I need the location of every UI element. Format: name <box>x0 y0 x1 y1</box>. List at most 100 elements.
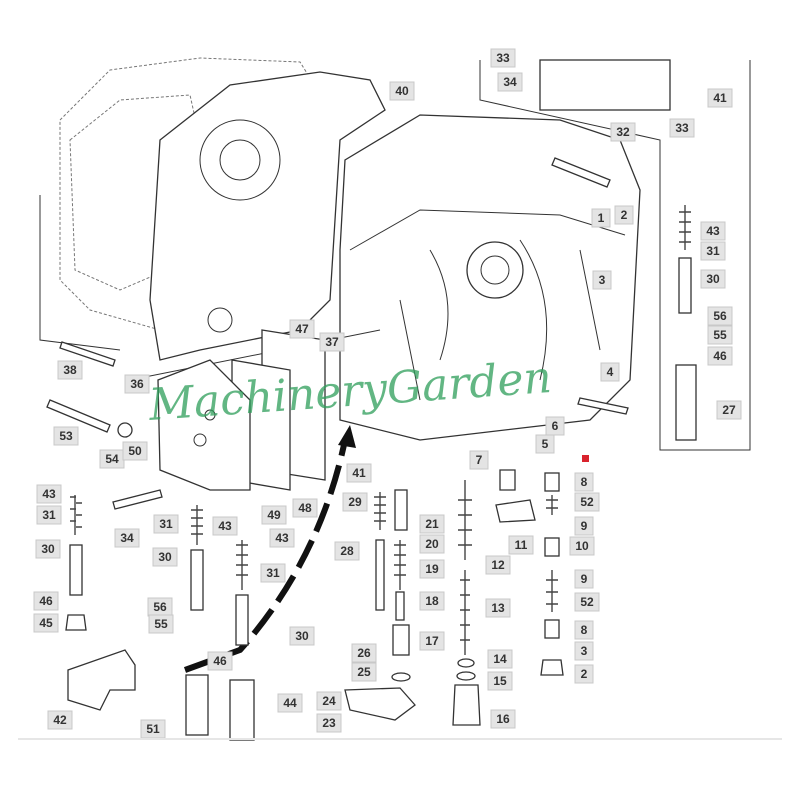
bottom-divider <box>18 738 782 740</box>
callout-box <box>591 208 611 228</box>
callout-number: 53 <box>59 429 73 443</box>
callout-box <box>700 269 726 289</box>
callout-number: 24 <box>322 694 336 708</box>
callout-43: 43 <box>269 528 295 548</box>
callout-31: 31 <box>36 505 62 525</box>
callout-box <box>33 613 59 633</box>
callout-number: 31 <box>159 517 173 531</box>
callout-38: 38 <box>57 360 83 380</box>
callout-number: 43 <box>275 531 289 545</box>
callout-number: 1 <box>598 211 605 225</box>
callout-box <box>292 498 318 518</box>
callout-number: 46 <box>39 594 53 608</box>
callout-box <box>289 319 315 339</box>
callout-4: 4 <box>600 362 620 382</box>
callout-42: 42 <box>47 710 73 730</box>
callout-number: 3 <box>581 644 588 658</box>
callout-box <box>33 591 59 611</box>
callout-30: 30 <box>152 547 178 567</box>
callout-number: 31 <box>42 508 56 522</box>
callout-36: 36 <box>124 374 150 394</box>
callout-14: 14 <box>487 649 513 669</box>
callout-20: 20 <box>419 534 445 554</box>
callout-number: 19 <box>425 562 439 576</box>
callout-number: 30 <box>706 272 720 286</box>
callout-box <box>592 270 612 290</box>
callout-number: 50 <box>128 444 142 458</box>
callout-41: 41 <box>707 88 733 108</box>
callout-2: 2 <box>614 205 634 225</box>
callout-box <box>153 514 179 534</box>
callout-28: 28 <box>334 541 360 561</box>
callout-box <box>574 516 594 536</box>
callout-box <box>700 221 726 241</box>
callout-3: 3 <box>592 270 612 290</box>
callout-box <box>53 426 79 446</box>
callout-number: 42 <box>53 713 67 727</box>
callout-number: 41 <box>713 91 727 105</box>
callout-box <box>319 332 345 352</box>
callout-12: 12 <box>485 555 511 575</box>
callout-number: 44 <box>283 696 297 710</box>
callout-number: 34 <box>120 531 134 545</box>
callout-6: 6 <box>545 416 565 436</box>
arrow-head-icon <box>338 425 356 448</box>
callout-number: 26 <box>357 646 371 660</box>
callout-46: 46 <box>33 591 59 611</box>
callout-number: 25 <box>357 665 371 679</box>
callout-box <box>610 122 636 142</box>
callout-51: 51 <box>140 719 166 739</box>
callout-9: 9 <box>574 516 594 536</box>
callout-box <box>574 664 594 684</box>
callout-48: 48 <box>292 498 318 518</box>
callout-number: 14 <box>493 652 507 666</box>
callout-box <box>487 649 513 669</box>
callout-box <box>212 516 238 536</box>
callout-50: 50 <box>122 441 148 461</box>
callout-box <box>614 205 634 225</box>
callout-box <box>207 651 233 671</box>
callout-number: 36 <box>130 377 144 391</box>
callout-number: 45 <box>39 616 53 630</box>
callout-number: 56 <box>713 309 727 323</box>
callout-number: 32 <box>616 125 630 139</box>
callout-box <box>261 505 287 525</box>
callout-30: 30 <box>700 269 726 289</box>
gasket <box>149 71 386 361</box>
callout-box <box>669 118 695 138</box>
callout-10: 10 <box>569 536 595 556</box>
callout-number: 46 <box>713 349 727 363</box>
callout-number: 23 <box>322 716 336 730</box>
callout-box <box>124 374 150 394</box>
callout-29: 29 <box>342 492 368 512</box>
callout-number: 5 <box>542 437 549 451</box>
callout-number: 8 <box>581 475 588 489</box>
callout-2: 2 <box>574 664 594 684</box>
valve-body-assembly <box>157 329 326 491</box>
callout-number: 55 <box>154 617 168 631</box>
callout-18: 18 <box>419 591 445 611</box>
callout-box <box>419 591 445 611</box>
callout-box <box>574 492 600 512</box>
callout-box <box>334 541 360 561</box>
callout-box <box>419 559 445 579</box>
callout-number: 30 <box>158 550 172 564</box>
callout-number: 54 <box>105 452 119 466</box>
callout-number: 38 <box>63 363 77 377</box>
callout-box <box>419 514 445 534</box>
callout-number: 52 <box>580 595 594 609</box>
callout-number: 52 <box>580 495 594 509</box>
callout-box <box>574 641 594 661</box>
callout-40: 40 <box>389 81 415 101</box>
callout-56: 56 <box>707 306 733 326</box>
callout-25: 25 <box>351 662 377 682</box>
callout-box <box>490 709 516 729</box>
callout-number: 29 <box>348 495 362 509</box>
valve-stacks <box>65 205 697 741</box>
callout-box <box>389 81 415 101</box>
callout-52: 52 <box>574 492 600 512</box>
callout-33: 33 <box>490 48 516 68</box>
bolts <box>46 157 629 510</box>
callout-number: 17 <box>425 634 439 648</box>
callout-31: 31 <box>153 514 179 534</box>
